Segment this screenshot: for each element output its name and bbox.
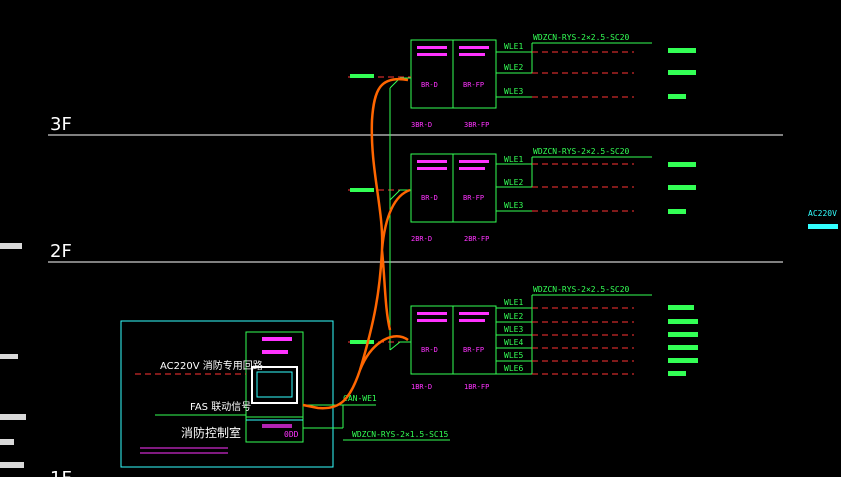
can-label: CAN-WE1 <box>343 394 377 403</box>
fas-label: FAS 联动信号 <box>190 401 251 413</box>
circuit-3f-3: WLE3 <box>504 87 523 96</box>
panel-3f-right-inner: BR-FP <box>463 81 484 89</box>
controller-code: 0DD <box>284 430 299 439</box>
dashed-2f <box>348 163 634 212</box>
right-edge-note <box>808 224 838 229</box>
circuit-1f-2: WLE2 <box>504 312 523 321</box>
left-edge-text-2 <box>0 354 18 359</box>
panel-2f: BR-D BR-FP 2BR-D 2BR-FP <box>410 153 497 243</box>
load-label-2f-3 <box>668 209 686 214</box>
controller-monitor <box>251 366 298 404</box>
circuits-2f <box>496 156 652 212</box>
controller-cabinet <box>245 331 304 443</box>
circuit-1f-6: WLE6 <box>504 364 523 373</box>
ac-label: AC220V 消防专用回路 <box>160 359 263 372</box>
circuit-2f-3: WLE3 <box>504 201 523 210</box>
panel-3f-right-label: 3BR-FP <box>464 121 489 129</box>
floor-label-3f: 3F <box>50 114 72 135</box>
circuit-2f-1: WLE1 <box>504 155 523 164</box>
cable-note-3f: WDZCN-RYS-2×2.5-SC20 <box>533 33 630 42</box>
cabinet-sublabel <box>262 424 292 428</box>
panel-1f-right-label: 1BR-FP <box>464 383 489 391</box>
cable-note-2f: WDZCN-RYS-2×2.5-SC20 <box>533 147 630 156</box>
floor-label-1f: 1F <box>50 468 72 477</box>
cabinet-header-2 <box>262 350 288 354</box>
circuit-3f-2: WLE2 <box>504 63 523 72</box>
riser-green <box>389 77 411 351</box>
circuit-1f-3: WLE3 <box>504 325 523 334</box>
panel-1f-left-label: 1BR-D <box>411 383 432 391</box>
load-label-3f-2 <box>668 70 696 75</box>
left-edge-text-4 <box>0 439 14 445</box>
panel-3f: BR-D BR-FP 3BR-D 3BR-FP <box>410 39 497 129</box>
controller-screen <box>256 371 293 398</box>
control-room-title: 消防控制室 <box>181 425 241 440</box>
panel-1f: BR-D BR-FP 1BR-D 1BR-FP <box>410 305 497 391</box>
load-label-3f-3 <box>668 94 686 99</box>
left-edge-text-5 <box>0 462 24 468</box>
load-label-3f-1 <box>668 48 696 53</box>
orange-cable <box>302 77 411 410</box>
bottom-cable-label: WDZCN-RYS-2×1.5-SC15 <box>352 430 449 439</box>
circuit-1f-1: WLE1 <box>504 298 523 307</box>
panel-1f-right-inner: BR-FP <box>463 346 484 354</box>
feeder-label-3f <box>350 74 374 78</box>
load-label-2f-1 <box>668 162 696 167</box>
circuit-2f-2: WLE2 <box>504 178 523 187</box>
feeder-label-1f <box>350 340 374 344</box>
panel-2f-right-inner: BR-FP <box>463 194 484 202</box>
load-labels-1f <box>668 305 698 376</box>
dashed-3f <box>348 51 634 98</box>
floor-label-2f: 2F <box>50 241 72 262</box>
cabinet-header-1 <box>262 337 292 341</box>
circuit-1f-4: WLE4 <box>504 338 523 347</box>
load-label-2f-2 <box>668 185 696 190</box>
circuit-3f-1: WLE1 <box>504 42 523 51</box>
control-room-border <box>120 320 334 468</box>
dashed-1f <box>348 307 634 375</box>
circuit-1f-5: WLE5 <box>504 351 523 360</box>
panel-3f-left-label: 3BR-D <box>411 121 432 129</box>
left-edge-text-3 <box>0 414 26 420</box>
cable-note-1f: WDZCN-RYS-2×2.5-SC20 <box>533 285 630 294</box>
panel-1f-left-inner: BR-D <box>421 346 438 354</box>
panel-2f-right-label: 2BR-FP <box>464 235 489 243</box>
feeder-label-2f <box>350 188 374 192</box>
right-edge-ac: AC220V <box>808 209 837 218</box>
circuits-3f <box>496 42 652 98</box>
panel-2f-left-label: 2BR-D <box>411 235 432 243</box>
panel-2f-left-inner: BR-D <box>421 194 438 202</box>
panel-3f-left-inner: BR-D <box>421 81 438 89</box>
left-edge-text-1 <box>0 243 22 249</box>
